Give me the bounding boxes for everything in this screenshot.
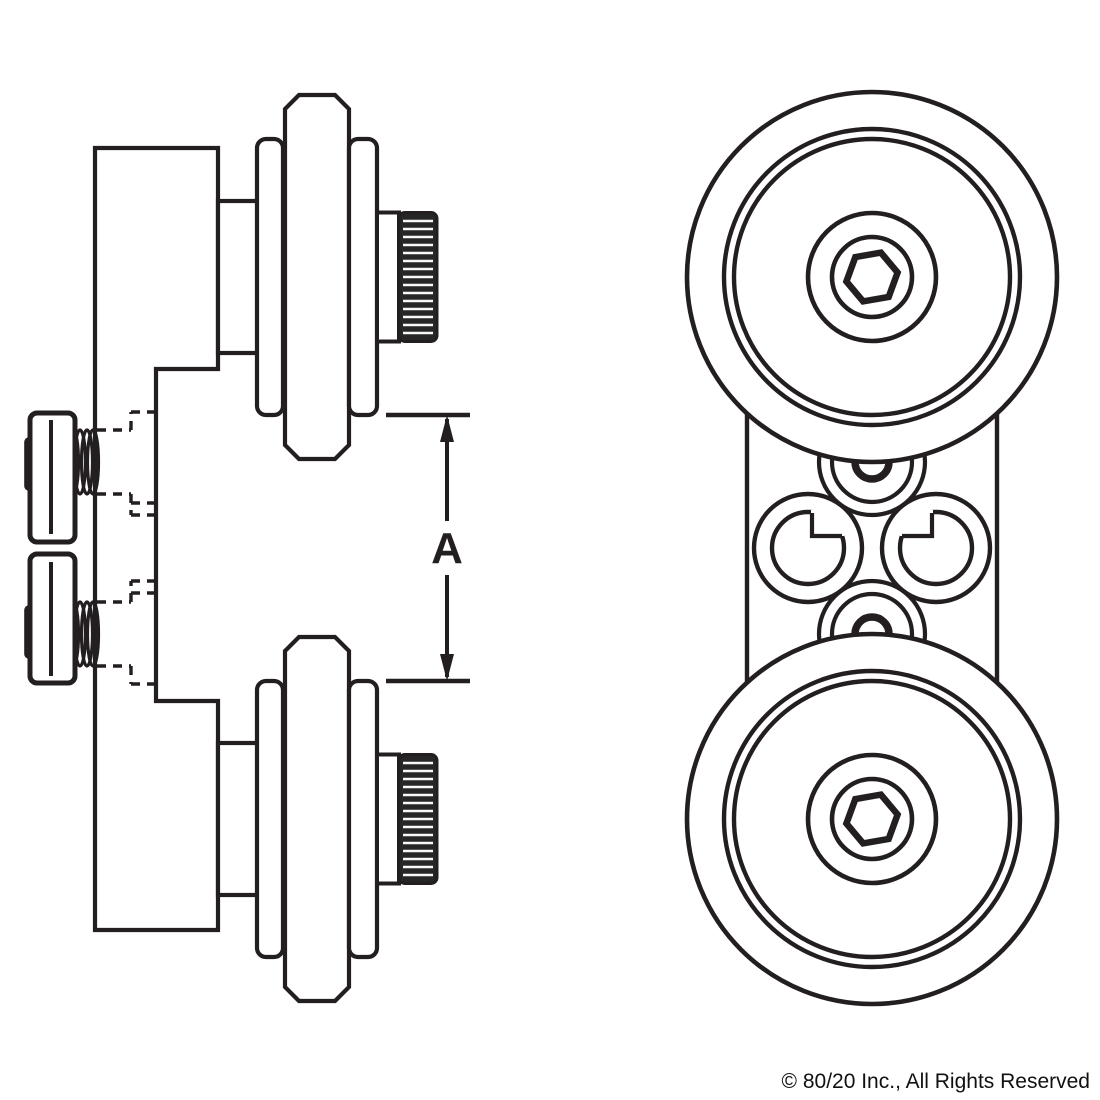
dimension-label: A <box>431 524 463 573</box>
right-mounting-hole <box>882 494 990 602</box>
side-view: A <box>26 95 470 1001</box>
top-wheel-front <box>687 92 1057 462</box>
left-mounting-hole <box>754 494 862 602</box>
bottom-wheel-side <box>218 637 437 1001</box>
bottom-wheel-front <box>687 634 1057 1004</box>
dimension-A: A <box>386 412 470 684</box>
arrow-up-icon <box>440 415 454 442</box>
front-view <box>687 92 1057 1004</box>
mounting-plate-side <box>92 145 221 933</box>
copyright-text: © 80/20 Inc., All Rights Reserved <box>782 1070 1090 1093</box>
arrow-down-icon <box>440 654 454 681</box>
top-wheel-side <box>218 95 437 459</box>
